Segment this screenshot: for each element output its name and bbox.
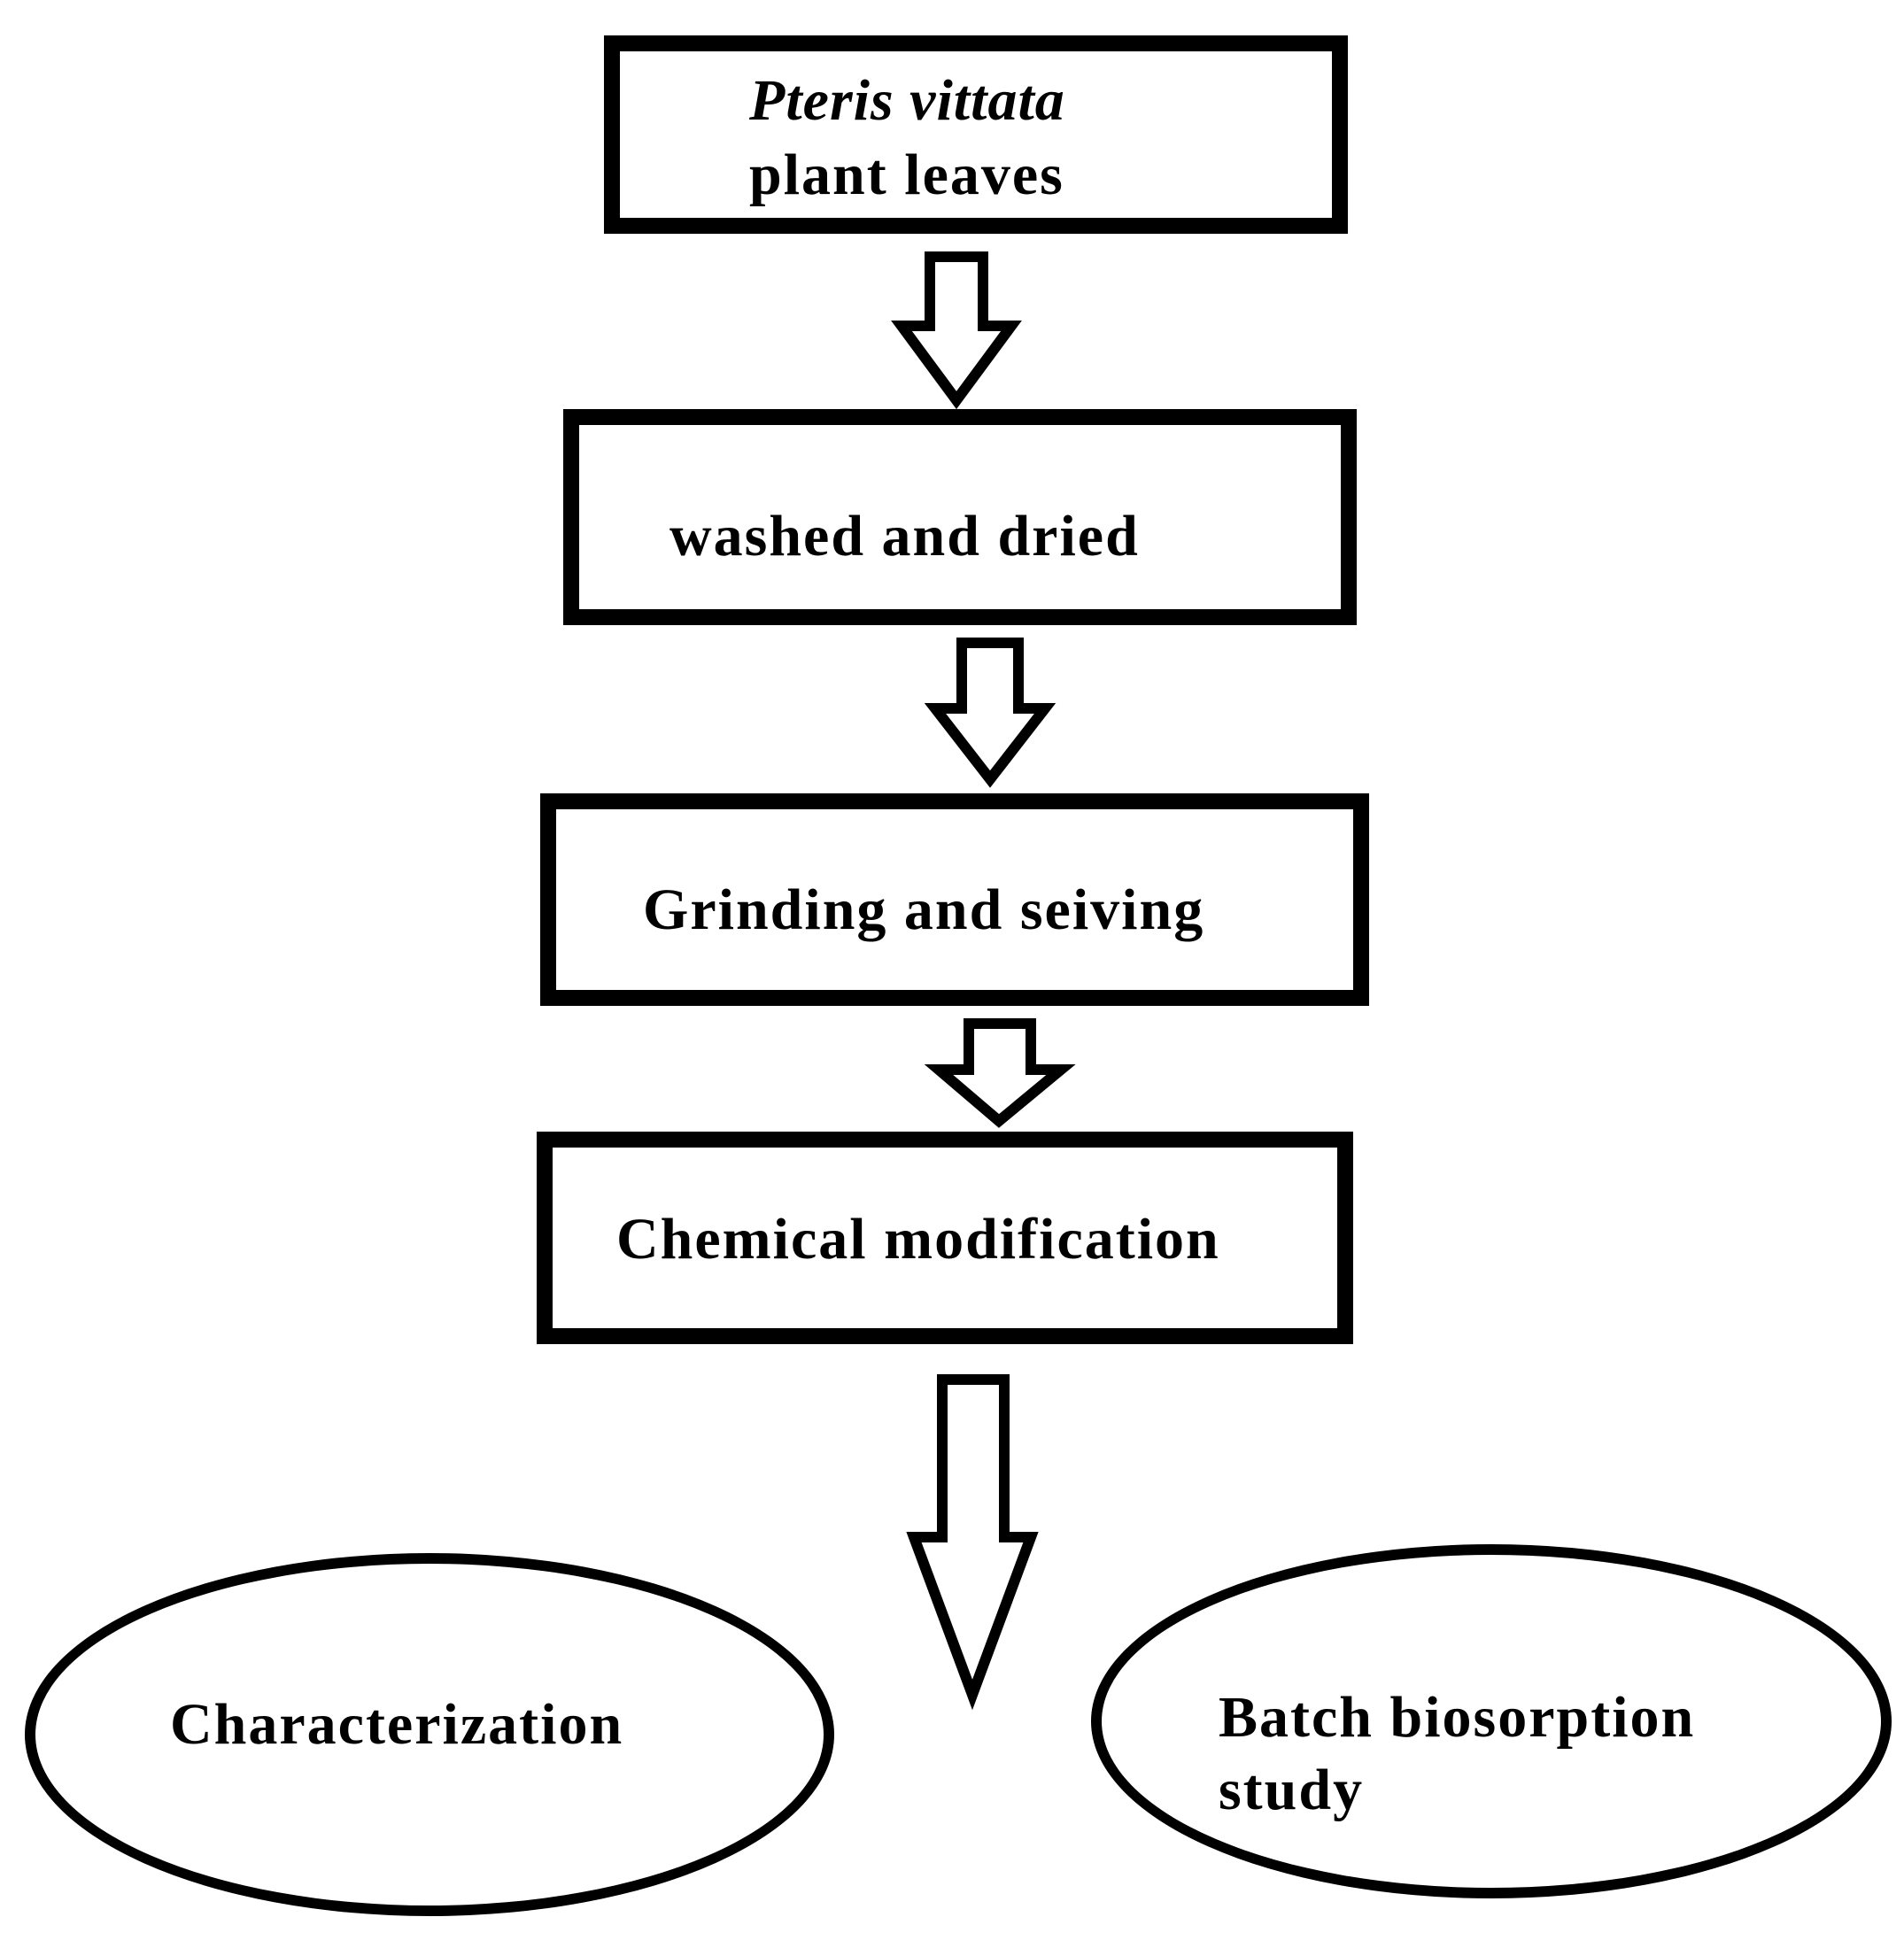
step-box-washed-dried	[563, 409, 1357, 625]
step-label-species: Pteris vittata	[749, 68, 1065, 133]
down-arrow-3	[924, 1018, 1076, 1128]
step-box-chemical-modification	[537, 1132, 1353, 1344]
down-arrow-1	[891, 251, 1022, 410]
outcome-ellipse-characterization	[25, 1553, 834, 1916]
outcome-label-batch-biosorption: Batch biosorption	[1219, 1685, 1696, 1750]
outcome-label-study: study	[1219, 1758, 1365, 1822]
step-label-grinding: Grinding and seiving	[643, 877, 1205, 942]
outcome-label-characterization: Characterization	[170, 1692, 624, 1757]
step-label-washed-dried: washed and dried	[669, 504, 1140, 568]
step-label-chemical-modification: Chemical modification	[616, 1207, 1220, 1272]
step-box-grinding	[540, 793, 1369, 1006]
step-box-plant-leaves	[604, 35, 1348, 234]
step-label-plant-leaves: plant leaves	[749, 143, 1064, 207]
down-arrow-4-large	[906, 1374, 1039, 1711]
down-arrow-2	[924, 638, 1056, 788]
